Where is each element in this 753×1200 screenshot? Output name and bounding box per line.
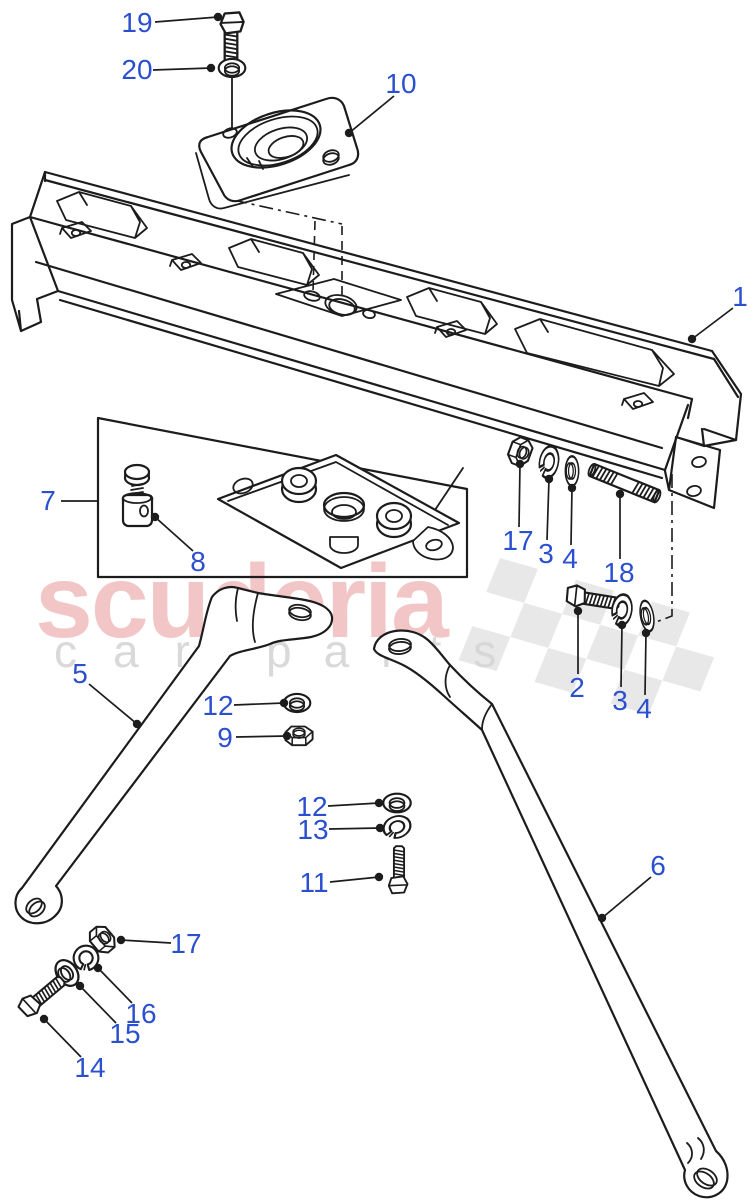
bolt-11 <box>387 845 409 895</box>
leader-line-10 <box>348 95 395 134</box>
callout-label-14[interactable]: 14 <box>74 1052 106 1083</box>
flag-cell <box>586 624 639 670</box>
leader-line-16 <box>97 967 133 1004</box>
leader-line-1 <box>691 307 734 340</box>
callout-label-9[interactable]: 9 <box>217 722 233 753</box>
callout-label-19[interactable]: 19 <box>121 7 153 38</box>
flag-cell <box>662 646 715 692</box>
flag-cell <box>486 558 538 603</box>
leader-line-19 <box>154 16 219 23</box>
leader-dot-15 <box>75 981 85 991</box>
callout-label-3[interactable]: 3 <box>538 538 554 569</box>
leader-dot-20 <box>206 63 216 73</box>
washer-20 <box>217 57 247 79</box>
callout-label-10[interactable]: 10 <box>385 68 417 99</box>
callout-label-8[interactable]: 8 <box>190 546 206 577</box>
callout-label-18[interactable]: 18 <box>603 557 635 588</box>
leader-dot-3 <box>617 620 627 630</box>
flag-cell <box>534 647 587 693</box>
leader-line-4 <box>570 487 573 546</box>
callout-label-3[interactable]: 3 <box>612 685 628 716</box>
plate-10 <box>195 96 360 210</box>
checkered-flag-watermark <box>458 558 715 715</box>
callout-label-20[interactable]: 20 <box>121 54 153 85</box>
callout-label-6[interactable]: 6 <box>650 850 666 881</box>
part-8-bolt-and-block <box>121 463 154 528</box>
washer-12-b <box>382 792 412 814</box>
leader-dot-12 <box>279 698 289 708</box>
leader-dot-3 <box>544 474 554 484</box>
cross-member-1 <box>10 170 743 510</box>
leader-dot-2 <box>573 606 583 616</box>
leader-dot-9 <box>282 731 292 741</box>
leader-dot-11 <box>374 872 384 882</box>
leader-dot-6 <box>597 913 607 923</box>
callout-label-4[interactable]: 4 <box>562 543 578 574</box>
leader-line-13 <box>328 827 381 830</box>
leader-line-5 <box>88 683 138 725</box>
stay-rod-6 <box>372 629 729 1199</box>
leader-line-3 <box>546 478 550 541</box>
stay-rod-5 <box>14 585 334 925</box>
leader-line-12 <box>233 702 285 706</box>
watermark-sub-left: car <box>54 625 226 677</box>
leader-dot-1 <box>687 334 697 344</box>
leader-dot-5 <box>132 719 142 729</box>
leader-dot-18 <box>615 489 625 499</box>
leader-line-9 <box>235 735 288 738</box>
callout-label-4[interactable]: 4 <box>636 693 652 724</box>
catch-plate-assembly <box>216 453 461 570</box>
leader-dot-17 <box>116 935 126 945</box>
leader-dot-4 <box>641 628 651 638</box>
callout-label-1[interactable]: 1 <box>732 281 748 312</box>
callout-label-15[interactable]: 15 <box>109 1018 141 1049</box>
leader-line-17 <box>518 463 521 528</box>
stud-18 <box>585 461 664 505</box>
callout-label-17[interactable]: 17 <box>502 525 534 556</box>
leader-line-3 <box>620 624 623 688</box>
callout-label-7[interactable]: 7 <box>40 485 56 516</box>
callout-label-17[interactable]: 17 <box>170 928 202 959</box>
bolt-14 <box>15 970 70 1021</box>
leader-dot-4 <box>567 483 577 493</box>
spring-washer-3-upper <box>535 443 563 481</box>
leader-line-8 <box>154 516 194 552</box>
callout-label-12[interactable]: 12 <box>296 791 328 822</box>
flag-cell <box>458 626 511 671</box>
leader-line-6 <box>601 876 652 919</box>
callout-label-16[interactable]: 16 <box>125 998 157 1029</box>
callout-label-12[interactable]: 12 <box>202 690 234 721</box>
callout-label-5[interactable]: 5 <box>72 658 88 689</box>
leader-line-4 <box>644 632 647 696</box>
leader-dot-19 <box>213 12 223 22</box>
callout-label-13[interactable]: 13 <box>297 814 329 845</box>
flag-cell <box>610 669 663 715</box>
leader-dot-17 <box>515 459 525 469</box>
leader-line-14 <box>43 1018 82 1058</box>
callout-label-11[interactable]: 11 <box>299 867 329 898</box>
callout-leader-lines <box>39 12 734 1058</box>
leader-line-11 <box>329 876 380 883</box>
spring-washer-13 <box>379 811 415 843</box>
flag-cell <box>510 602 563 648</box>
callout-label-2[interactable]: 2 <box>569 672 585 703</box>
washer-4-upper <box>564 455 580 487</box>
leader-dot-14 <box>39 1014 49 1024</box>
leader-dot-16 <box>93 963 103 973</box>
leader-line-17 <box>120 939 172 944</box>
leader-dot-10 <box>344 128 354 138</box>
leader-dot-8 <box>150 512 160 522</box>
leader-line-12 <box>327 802 380 807</box>
leader-line-20 <box>152 67 212 71</box>
leader-line-15 <box>79 985 117 1024</box>
leader-dot-13 <box>375 823 385 833</box>
leader-dot-12 <box>374 798 384 808</box>
